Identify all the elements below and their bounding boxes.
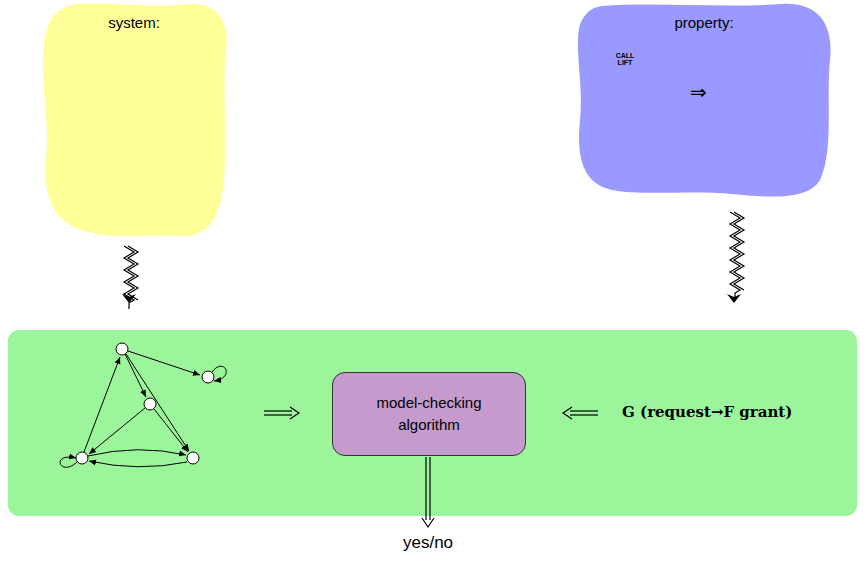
region-title: system: <box>38 14 230 31</box>
elevator-icon <box>88 33 166 165</box>
person-at-door <box>720 30 789 158</box>
system-blob: system: <box>38 0 230 240</box>
wavy-arrows <box>124 212 744 309</box>
implies-symbol: ⇒ <box>690 80 707 104</box>
result-label: yes/no <box>395 533 461 553</box>
kripke-graph <box>60 343 226 467</box>
ltl-formula: G (request→F grant) <box>622 403 792 421</box>
button-text: CALL LIFT <box>611 52 639 66</box>
green-band <box>8 330 857 516</box>
box-label: model-checking algorithm <box>364 392 494 436</box>
region-title: property: <box>572 14 836 31</box>
call-button-picture <box>597 36 665 136</box>
algorithm-box: model-checking algorithm <box>332 372 526 456</box>
system-blob-outline <box>38 0 230 240</box>
